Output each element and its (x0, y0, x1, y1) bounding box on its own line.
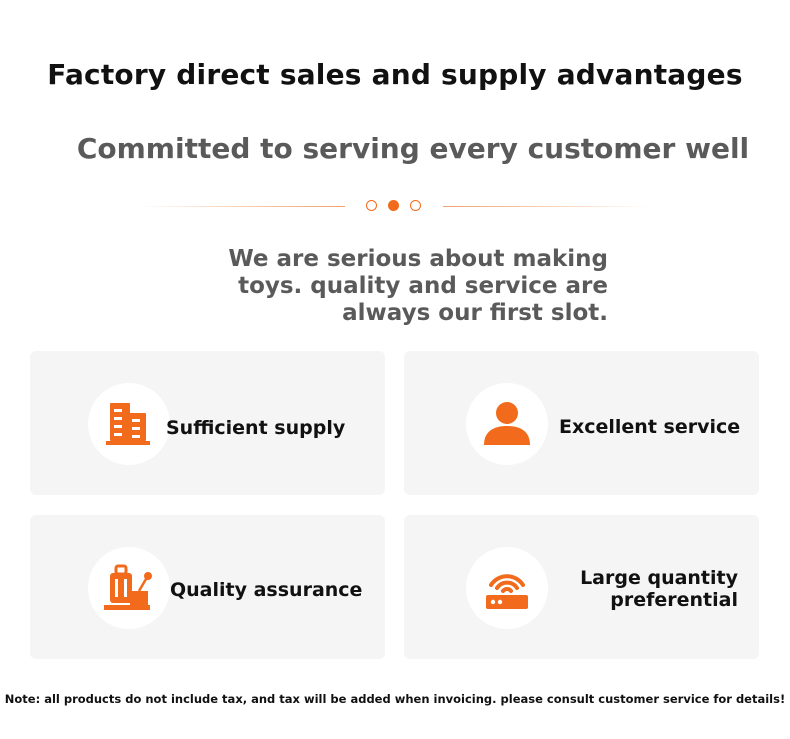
decorative-divider (140, 197, 650, 217)
icon-circle (466, 547, 548, 629)
intro-line: We are serious about making (228, 246, 608, 272)
advantage-card-supply: Sufficient supply (30, 351, 385, 495)
page-title: Factory direct sales and supply advantag… (47, 58, 743, 91)
icon-circle (88, 383, 170, 465)
router-icon (486, 574, 528, 609)
card-label-line: preferential (610, 589, 738, 611)
divider-line-right (443, 206, 648, 207)
person-icon (484, 402, 530, 445)
page-subtitle: Committed to serving every customer well (76, 132, 750, 165)
luggage-icon (104, 564, 152, 610)
buildings-icon (106, 403, 150, 445)
advantage-card-quantity: Large quantity preferential (404, 515, 759, 659)
intro-line: toys. quality and service are (238, 273, 608, 299)
advantage-card-quality: Quality assurance (30, 515, 385, 659)
footnote: Note: all products do not include tax, a… (4, 692, 786, 706)
intro-text: We are serious about making toys. qualit… (180, 246, 608, 327)
divider-dot-outline-icon (366, 200, 377, 211)
card-label: Large quantity preferential (564, 567, 738, 611)
icon-circle (466, 383, 548, 465)
intro-line: always our first slot. (342, 300, 608, 326)
advantage-card-service: Excellent service (404, 351, 759, 495)
card-label-line: Large quantity (580, 567, 738, 589)
icon-circle (88, 547, 170, 629)
card-label: Quality assurance (170, 579, 363, 601)
card-label: Excellent service (559, 416, 741, 438)
divider-dot-outline-icon (410, 200, 421, 211)
card-label: Sufficient supply (166, 417, 346, 439)
divider-line-left (140, 206, 345, 207)
divider-dot-filled-icon (388, 200, 399, 211)
